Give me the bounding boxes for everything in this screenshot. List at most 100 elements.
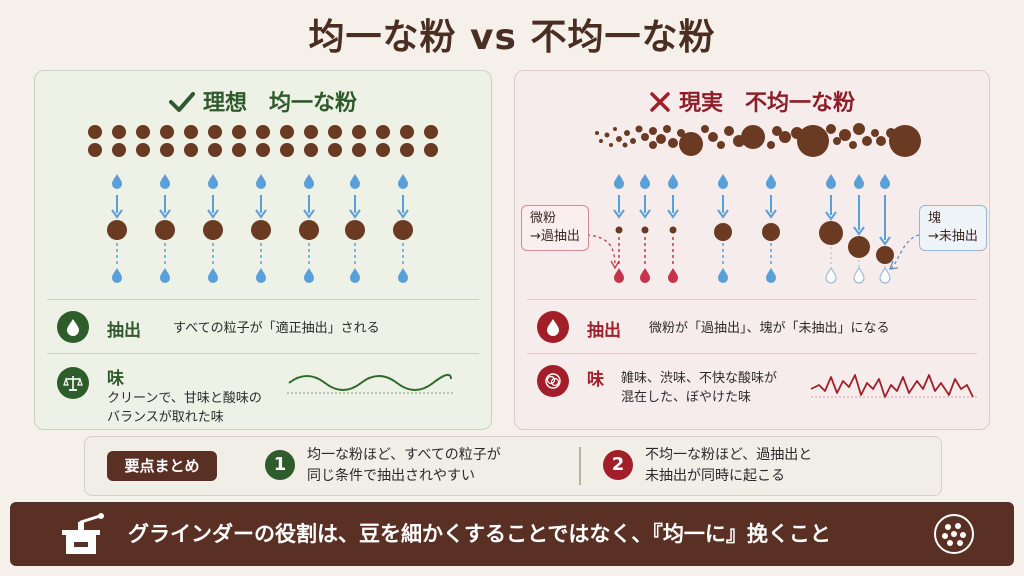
ground-particle	[304, 143, 318, 157]
ground-particle	[232, 143, 246, 157]
ground-particle	[862, 136, 872, 146]
taste-text-line: 混在した、ぼやけた味	[621, 390, 752, 405]
chunk-particle	[876, 246, 894, 264]
ground-particle	[668, 138, 678, 148]
fines-connector	[586, 234, 616, 268]
page-title: 均一な粉 vs 不均一な粉	[308, 17, 716, 58]
point-line: 均一な粉ほど、すべての粒子が	[307, 447, 501, 463]
divider	[527, 353, 977, 354]
water-drop-icon	[398, 268, 408, 283]
water-flow-arrow-head	[303, 209, 315, 219]
extraction-label: 抽出	[587, 321, 621, 341]
drop-icon	[57, 311, 89, 343]
ground-particle	[232, 125, 246, 139]
taste-text-line: クリーンで、甘味と酸味の	[107, 391, 262, 406]
ground-particle	[616, 136, 622, 142]
fines-callout-note: →過抽出	[530, 229, 580, 244]
ground-particle	[741, 125, 765, 149]
uniform-grounds-icon	[934, 514, 974, 554]
reality-heading-text: 現実 不均一な粉	[678, 91, 855, 116]
fine-particle	[641, 226, 649, 234]
ground-particle	[679, 132, 703, 156]
ideal-panel: 理想 均一な粉 抽出 すべての粒子が「適正抽出」される 味 クリーンで、甘味と酸…	[34, 70, 492, 430]
ground-particle	[208, 143, 222, 157]
ground-particle	[889, 125, 921, 157]
ground-particle	[762, 223, 780, 241]
water-drop-icon	[879, 267, 891, 284]
ground-particle	[345, 220, 365, 240]
water-drop-icon	[668, 174, 678, 189]
taste-text-line: 雑味、渋味、不快な酸味が	[621, 371, 778, 386]
divider	[47, 299, 479, 300]
point-text-2: 不均一な粉ほど、過抽出と 未抽出が同時に起こる	[645, 445, 812, 487]
ground-particle	[280, 125, 294, 139]
chunk-particle	[848, 236, 870, 258]
ground-particle	[328, 125, 342, 139]
point-line: 未抽出が同時に起こる	[645, 468, 785, 484]
taste-text-line: バランスが取れた味	[107, 410, 224, 425]
footer-message: グラインダーの役割は、豆を細かくすることではなく、『均一に』挽くこと	[128, 522, 831, 546]
ideal-heading-text: 理想 均一な粉	[202, 91, 357, 116]
ground-particle	[400, 125, 414, 139]
chunks-callout-note: →未抽出	[928, 229, 978, 244]
ground-particle	[328, 143, 342, 157]
fine-particle	[615, 226, 623, 234]
ground-particle	[160, 125, 174, 139]
water-drop-icon	[854, 174, 864, 189]
ground-particle	[107, 220, 127, 240]
water-flow-arrow-head	[349, 209, 361, 219]
water-drop-icon	[256, 174, 266, 189]
ground-particle	[772, 126, 782, 136]
fines-connector-head	[610, 260, 620, 270]
water-drop-icon	[640, 174, 650, 189]
chunks-callout-title: 塊	[928, 211, 942, 226]
ground-particle	[424, 143, 438, 157]
reality-heading: 現実 不均一な粉	[515, 85, 989, 117]
chunks-connector	[890, 234, 920, 270]
water-drop-icon	[766, 174, 776, 189]
water-drop-icon	[112, 268, 122, 283]
water-flow-arrow-head	[613, 209, 625, 219]
ground-particle	[641, 133, 649, 141]
divider	[47, 353, 479, 354]
water-drop-icon	[398, 174, 408, 189]
ground-particle	[833, 137, 841, 145]
water-flow-arrow-head	[207, 209, 219, 219]
ground-particle	[112, 143, 126, 157]
check-icon	[168, 92, 195, 112]
ground-particle	[663, 125, 671, 133]
taste-text: 雑味、渋味、不快な酸味が 混在した、ぼやけた味	[621, 369, 777, 407]
ground-particle	[635, 125, 643, 133]
chunks-callout: 塊 →未抽出	[919, 205, 987, 251]
water-drop-icon	[304, 268, 314, 283]
point-number-2: 2	[603, 450, 633, 480]
ground-particle	[112, 125, 126, 139]
water-drop-icon	[208, 268, 218, 283]
ground-particle	[256, 125, 270, 139]
water-drop-icon	[826, 174, 836, 189]
ground-particle	[136, 143, 150, 157]
point-line: 同じ条件で抽出されやすい	[307, 468, 475, 484]
water-flow-arrow-head	[717, 209, 729, 219]
ground-particle	[400, 143, 414, 157]
ground-particle	[376, 125, 390, 139]
nonuniform-grind-diagram	[586, 123, 921, 284]
water-drop-icon	[350, 174, 360, 189]
ground-particle	[649, 127, 657, 135]
ground-particle	[352, 125, 366, 139]
water-drop-icon	[614, 268, 624, 283]
taste-label: 味	[107, 369, 124, 389]
ground-particle	[779, 131, 791, 143]
ground-particle	[708, 132, 718, 142]
ground-particle	[797, 125, 829, 157]
ground-particle	[256, 143, 270, 157]
ground-particle	[613, 127, 617, 131]
ground-particle	[155, 220, 175, 240]
ground-particle	[352, 143, 366, 157]
ground-particle	[304, 125, 318, 139]
ground-particle	[88, 125, 102, 139]
ground-particle	[826, 124, 836, 134]
water-drop-icon	[208, 174, 218, 189]
fines-callout-title: 微粉	[530, 211, 557, 226]
water-flow-arrow-head	[853, 226, 865, 236]
